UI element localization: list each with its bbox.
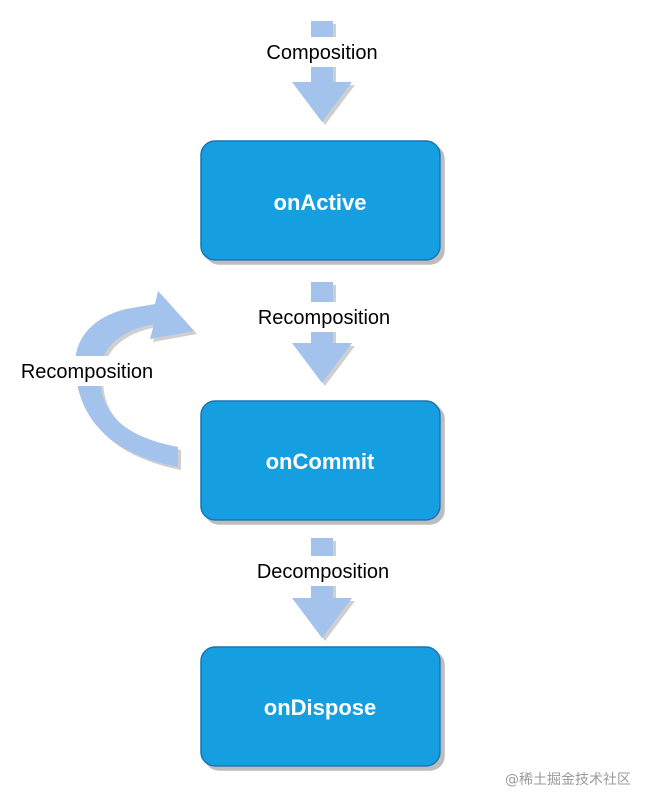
down-arrow-icon (292, 282, 352, 383)
recomposition-loop: Recomposition (10, 291, 194, 467)
composition-label: Composition (266, 42, 377, 64)
down-arrow-icon (292, 538, 352, 638)
watermark-text: @稀土掘金技术社区 (505, 772, 631, 788)
composition-transition: Composition (255, 21, 388, 122)
down-arrow-icon (292, 21, 352, 122)
state-box-oncommit: onCommit (200, 400, 441, 521)
state-box-onactive: onActive (200, 140, 441, 261)
curved-loop-arrow-icon (74, 291, 194, 467)
decomposition-label: Decomposition (257, 561, 389, 583)
state-label-onactive: onActive (274, 190, 367, 215)
state-label-oncommit: onCommit (266, 449, 375, 474)
decomposition-transition: Decomposition (245, 538, 401, 638)
loop-recomposition-label: Recomposition (21, 361, 153, 383)
recomposition-transition: Recomposition (248, 282, 400, 383)
recomposition-label: Recomposition (258, 307, 390, 329)
state-box-ondispose: onDispose (200, 646, 441, 767)
state-label-ondispose: onDispose (264, 695, 376, 720)
